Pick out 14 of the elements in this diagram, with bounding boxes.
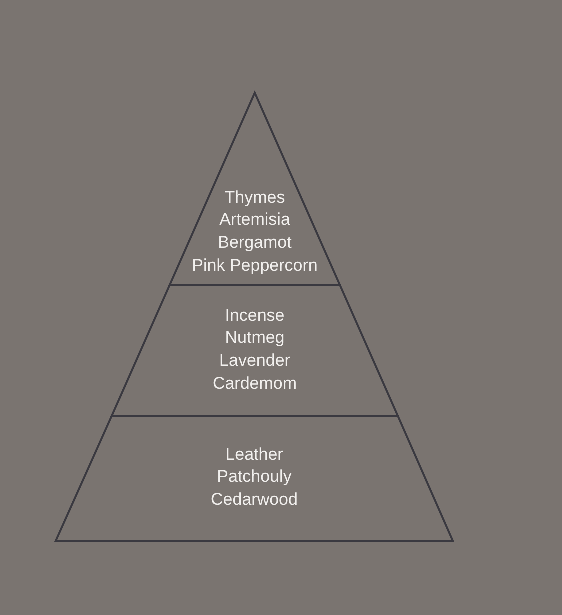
note-ingredient: Pink Peppercorn (192, 254, 318, 277)
note-ingredient: Nutmeg (225, 327, 285, 350)
pyramid-tier (112, 285, 398, 416)
note-ingredient: Artemisia (220, 209, 290, 232)
pyramid-tier (170, 93, 340, 285)
note-ingredient: Leather (226, 444, 284, 466)
pyramid-tier (56, 416, 453, 541)
note-ingredient: Bergamot (218, 232, 292, 254)
note-ingredient: Cardemom (212, 372, 298, 395)
note-ingredient: Thymes (224, 186, 286, 209)
note-ingredient: Patchouly (217, 466, 292, 488)
note-ingredient: Cedarwood (211, 489, 298, 511)
note-ingredient: Incense (225, 304, 285, 327)
note-ingredient: Lavender (220, 350, 290, 372)
